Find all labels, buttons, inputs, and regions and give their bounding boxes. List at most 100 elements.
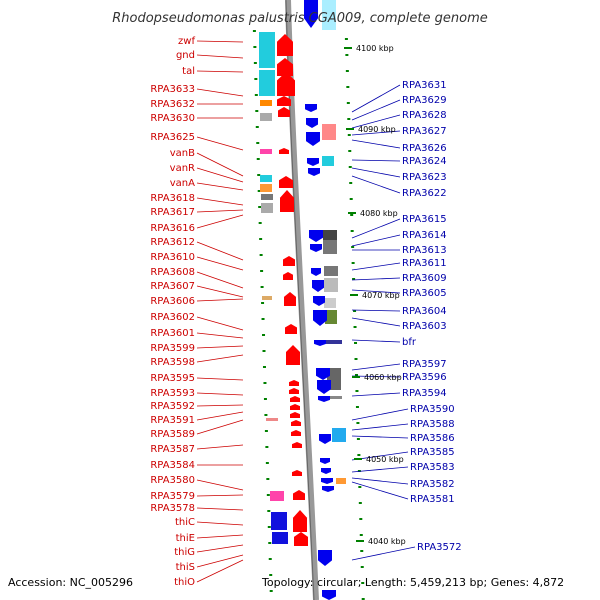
forward-gene-arrow — [322, 590, 336, 600]
gene-annotation-box — [266, 418, 278, 421]
leader-line — [196, 377, 244, 381]
gene-label-rpa3587: RPA3587 — [150, 444, 195, 455]
forward-gene-arrow — [318, 550, 332, 566]
reverse-gene-arrow — [294, 532, 308, 546]
forward-gene-arrow — [322, 486, 334, 492]
minor-tick — [347, 134, 351, 136]
gene-label-rpa3597: RPA3597 — [402, 359, 447, 370]
minor-tick — [356, 422, 360, 424]
minor-tick — [256, 142, 260, 144]
minor-tick — [260, 270, 264, 272]
gene-annotation-box — [259, 32, 275, 68]
gene-label-rpa3607: RPA3607 — [150, 281, 195, 292]
minor-tick — [355, 390, 359, 392]
minor-tick — [353, 326, 357, 328]
gene-annotation-box — [260, 175, 272, 182]
gene-annotation-box — [260, 149, 272, 154]
reverse-gene-arrow — [290, 404, 300, 410]
minor-tick — [360, 566, 364, 568]
reverse-gene-arrow — [290, 412, 300, 418]
minor-tick — [258, 222, 262, 224]
leader-line — [196, 411, 244, 421]
minor-tick — [347, 118, 351, 120]
gene-label-rpa3595: RPA3595 — [150, 373, 195, 384]
gene-label-rpa3584: RPA3584 — [150, 460, 195, 471]
leader-line — [196, 404, 244, 407]
forward-gene-arrow — [312, 280, 324, 292]
gene-annotation-box — [324, 278, 338, 292]
forward-gene-arrow — [320, 458, 330, 464]
kbp-label: 4080 kbp — [360, 209, 398, 218]
minor-tick — [268, 558, 272, 560]
leader-line — [351, 218, 401, 239]
gene-annotation-box — [272, 532, 288, 544]
leader-line — [196, 554, 244, 568]
minor-tick — [358, 502, 362, 504]
gene-annotation-box — [323, 240, 337, 254]
leader-line — [351, 234, 401, 247]
minor-tick — [254, 94, 258, 96]
reverse-gene-arrow — [291, 430, 301, 436]
leader-line — [196, 285, 244, 298]
gene-label-rpa3596: RPA3596 — [402, 372, 447, 383]
leader-line — [351, 139, 401, 149]
forward-gene-arrow — [306, 132, 320, 146]
leader-line — [196, 544, 244, 553]
minor-tick — [349, 182, 353, 184]
gene-label-rpa3586: RPA3586 — [410, 433, 455, 444]
leader-line — [196, 182, 244, 191]
minor-tick — [351, 262, 355, 264]
minor-tick — [354, 374, 358, 376]
leader-line — [351, 466, 409, 473]
gene-label-rpa3601: RPA3601 — [150, 328, 195, 339]
gene-annotation-box — [322, 0, 336, 30]
leader-line — [351, 114, 401, 129]
leader-line — [351, 84, 401, 113]
minor-tick — [350, 230, 354, 232]
gene-annotation-box — [261, 194, 273, 200]
gene-annotation-box — [332, 428, 346, 442]
gene-annotation-box — [262, 296, 272, 300]
gene-label-rpa3605: RPA3605 — [402, 288, 447, 299]
leader-line — [196, 136, 244, 151]
leader-line — [196, 392, 244, 396]
gene-label-thig: thiG — [174, 547, 195, 558]
gene-label-rpa3629: RPA3629 — [402, 95, 447, 106]
minor-tick — [359, 518, 363, 520]
minor-tick — [357, 454, 361, 456]
reverse-gene-arrow — [293, 510, 307, 532]
gene-label-rpa3578: RPA3578 — [150, 503, 195, 514]
leader-line — [196, 444, 244, 450]
leader-line — [196, 507, 244, 511]
leader-line — [196, 152, 244, 177]
minor-tick — [345, 54, 349, 56]
gene-label-rpa3610: RPA3610 — [150, 252, 195, 263]
gene-label-rpa3598: RPA3598 — [150, 357, 195, 368]
minor-tick — [255, 126, 259, 128]
map-title: Rhodopseudomonas palustris CGA009, compl… — [112, 11, 488, 26]
minor-tick — [266, 478, 270, 480]
minor-tick — [344, 38, 348, 40]
minor-tick — [266, 494, 270, 496]
forward-gene-arrow — [310, 244, 322, 252]
minor-tick — [360, 550, 364, 552]
leader-line — [196, 316, 244, 331]
accession-text: Accession: NC_005296 — [8, 576, 133, 589]
reverse-gene-arrow — [279, 176, 293, 188]
gene-label-rpa3603: RPA3603 — [402, 321, 447, 332]
minor-tick — [267, 526, 271, 528]
leader-line — [351, 317, 401, 327]
minor-tick — [269, 574, 273, 576]
kbp-label: 4090 kbp — [358, 125, 396, 134]
gene-label-rpa3623: RPA3623 — [402, 172, 447, 183]
leader-line — [351, 289, 401, 294]
leader-line — [351, 339, 401, 343]
gene-label-rpa3580: RPA3580 — [150, 475, 195, 486]
minor-tick — [358, 486, 362, 488]
reverse-strand-labels: zwfgndtalRPA3633RPA3632RPA3630RPA3625van… — [150, 36, 195, 588]
minor-tick — [349, 198, 353, 200]
gene-annotation-box — [324, 266, 338, 276]
minor-tick — [361, 598, 365, 600]
gene-annotation-box — [336, 478, 346, 484]
leader-line — [351, 481, 409, 500]
